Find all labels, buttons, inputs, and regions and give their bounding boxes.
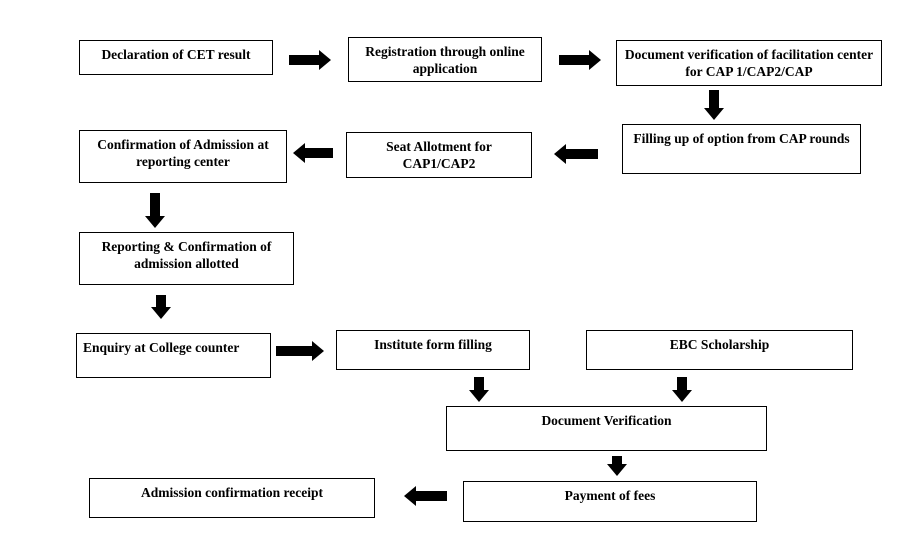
- node-filling-option-label: Filling up of option from CAP rounds: [633, 131, 850, 146]
- arrow-confirmation-admission-to-reporting-confirmation: [145, 193, 165, 228]
- arrow-payment-to-receipt: [404, 486, 447, 506]
- arrow-reporting-confirmation-to-enquiry: [151, 295, 171, 319]
- node-seat-allotment: Seat Allotment for CAP1/CAP2: [346, 132, 532, 178]
- arrow-enquiry-to-institute-form: [276, 341, 324, 361]
- node-confirmation-admission: Confirmation of Admission at reporting c…: [79, 130, 287, 183]
- arrow-seat-allotment-to-confirmation-admission: [293, 143, 333, 163]
- node-ebc-label: EBC Scholarship: [669, 337, 770, 352]
- node-registration: Registration through online application: [348, 37, 542, 82]
- node-cet-result: Declaration of CET result: [79, 40, 273, 75]
- node-enquiry-label: Enquiry at College counter: [83, 340, 240, 355]
- arrow-institute-form-to-document-verification: [469, 377, 489, 402]
- node-document-verification-label: Document Verification: [541, 413, 672, 428]
- node-cet-result-label: Declaration of CET result: [101, 47, 251, 62]
- node-filling-option: Filling up of option from CAP rounds: [622, 124, 861, 174]
- arrow-filling-option-to-seat-allotment: [554, 144, 598, 164]
- node-payment: Payment of fees: [463, 481, 757, 522]
- node-document-verification: Document Verification: [446, 406, 767, 451]
- node-confirmation-admission-label: Confirmation of Admission at reporting c…: [97, 137, 269, 169]
- arrow-registration-to-doc-verification-cap: [559, 50, 601, 70]
- arrow-document-verification-to-payment: [607, 456, 627, 476]
- node-reporting-confirmation-label: Reporting & Confirmation of admission al…: [101, 239, 272, 271]
- node-institute-form-label: Institute form filling: [374, 337, 492, 352]
- arrow-cet-result-to-registration: [289, 50, 331, 70]
- node-payment-label: Payment of fees: [564, 488, 656, 503]
- node-enquiry: Enquiry at College counter: [76, 333, 271, 378]
- node-ebc: EBC Scholarship: [586, 330, 853, 370]
- node-receipt: Admission confirmation receipt: [89, 478, 375, 518]
- arrow-ebc-to-document-verification: [672, 377, 692, 402]
- node-doc-verification-cap: Document verification of facilitation ce…: [616, 40, 882, 86]
- node-reporting-confirmation: Reporting & Confirmation of admission al…: [79, 232, 294, 285]
- node-receipt-label: Admission confirmation receipt: [141, 485, 323, 500]
- node-institute-form: Institute form filling: [336, 330, 530, 370]
- node-registration-label: Registration through online application: [365, 44, 525, 76]
- node-seat-allotment-label: Seat Allotment for CAP1/CAP2: [386, 139, 492, 171]
- node-doc-verification-cap-label: Document verification of facilitation ce…: [624, 47, 874, 79]
- arrow-doc-verification-cap-to-filling-option: [704, 90, 724, 120]
